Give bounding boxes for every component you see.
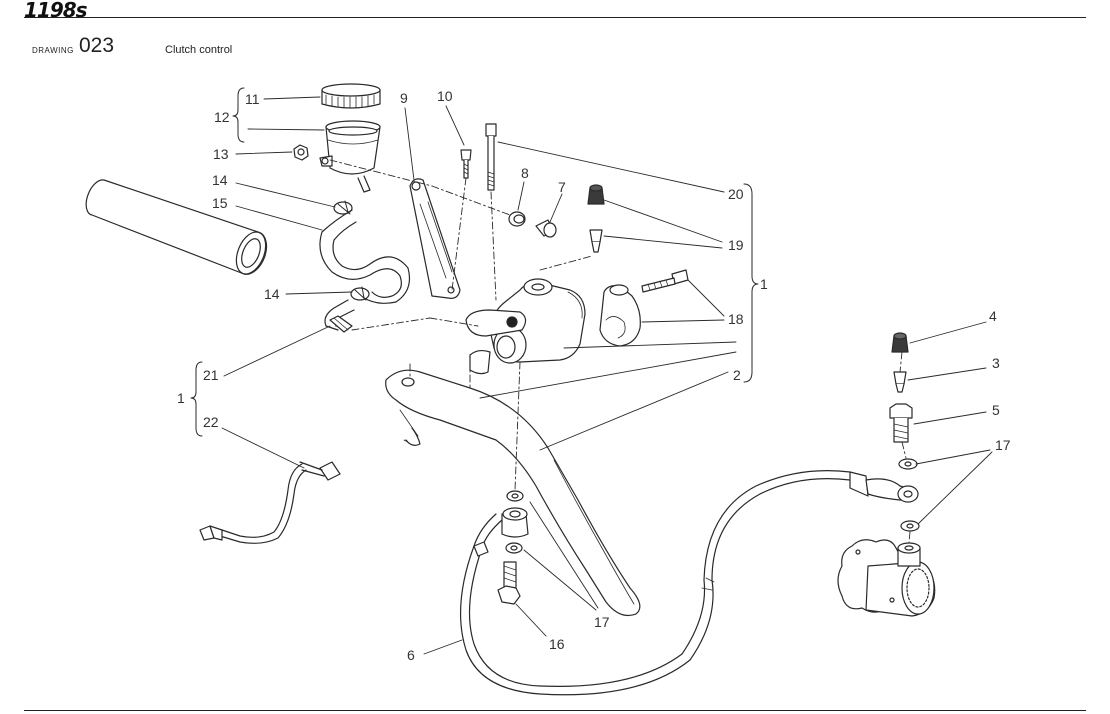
nut-13 (293, 144, 309, 161)
reservoir-body (319, 120, 381, 193)
brand-logo: 1198s (24, 0, 88, 22)
callout-9: 9 (400, 90, 408, 106)
bleed-cap-19 (587, 184, 605, 205)
bushing-8 (508, 211, 526, 227)
clamp-bolt (641, 269, 689, 293)
callout-7: 7 (558, 179, 566, 195)
clutch-hose (459, 470, 851, 696)
washer-17-a (506, 490, 524, 502)
callout-numbers: 11 12 13 14 15 14 9 10 8 7 20 19 1 18 2 … (177, 88, 1011, 663)
callout-2: 2 (733, 367, 741, 383)
fitting-5 (889, 403, 913, 443)
handlebar-grip (85, 179, 268, 275)
callout-22: 22 (203, 414, 219, 430)
callout-10: 10 (437, 88, 453, 104)
callout-16: 16 (549, 636, 565, 652)
callout-12: 12 (214, 109, 230, 125)
callout-21: 21 (203, 367, 219, 383)
master-cylinder-body (465, 278, 586, 375)
handlebar-clamp (599, 284, 641, 347)
callout-15: 15 (212, 195, 228, 211)
leader-lines (221, 96, 993, 655)
callout-18: 18 (728, 311, 744, 327)
bleed-valve-19 (589, 229, 603, 253)
callout-20: 20 (728, 186, 744, 202)
reservoir-cap (321, 83, 381, 109)
callout-1-left: 1 (177, 390, 185, 406)
footer-divider (24, 710, 1086, 711)
screw-10 (460, 149, 472, 179)
callout-14-upper: 14 (212, 172, 228, 188)
callout-6: 6 (407, 647, 415, 663)
drawing-title: Clutch control (165, 44, 233, 56)
hose-fitting (329, 315, 353, 333)
assembly-dash-lines (329, 159, 911, 543)
washer-17-b (505, 542, 523, 554)
braces (190, 87, 759, 437)
long-bolt (485, 123, 497, 191)
callout-3: 3 (992, 355, 1000, 371)
washer-17-d (900, 520, 920, 532)
clutch-switch-wiring (199, 461, 341, 544)
callout-4: 4 (989, 308, 997, 324)
bleed-cap-4 (891, 332, 909, 353)
washer-17-c (898, 458, 918, 470)
drawing-number: 023 (79, 34, 115, 57)
callout-11: 11 (245, 91, 260, 107)
callout-5: 5 (992, 402, 1000, 418)
pin-7 (535, 219, 557, 238)
hose-banjo-end (849, 471, 919, 503)
reservoir-hose (319, 209, 411, 331)
slave-cylinder (837, 539, 936, 617)
mounting-bracket (409, 178, 461, 299)
clutch-lever (385, 369, 641, 617)
drawing-label: DRAWING (32, 46, 74, 55)
callout-17-bottom: 17 (594, 614, 610, 630)
callout-14-lower: 14 (264, 286, 280, 302)
bleed-valve-3 (893, 371, 907, 393)
banjo-bolt (497, 561, 521, 605)
callout-8: 8 (521, 165, 529, 181)
callout-17-right: 17 (995, 437, 1011, 453)
callout-13: 13 (213, 146, 229, 162)
damper-17 (501, 507, 529, 538)
hose-clamp-lower (350, 286, 370, 301)
callout-1-right: 1 (760, 276, 768, 292)
header-divider (24, 17, 1086, 18)
hose-clamp-upper (333, 200, 353, 215)
callout-19: 19 (728, 237, 744, 253)
